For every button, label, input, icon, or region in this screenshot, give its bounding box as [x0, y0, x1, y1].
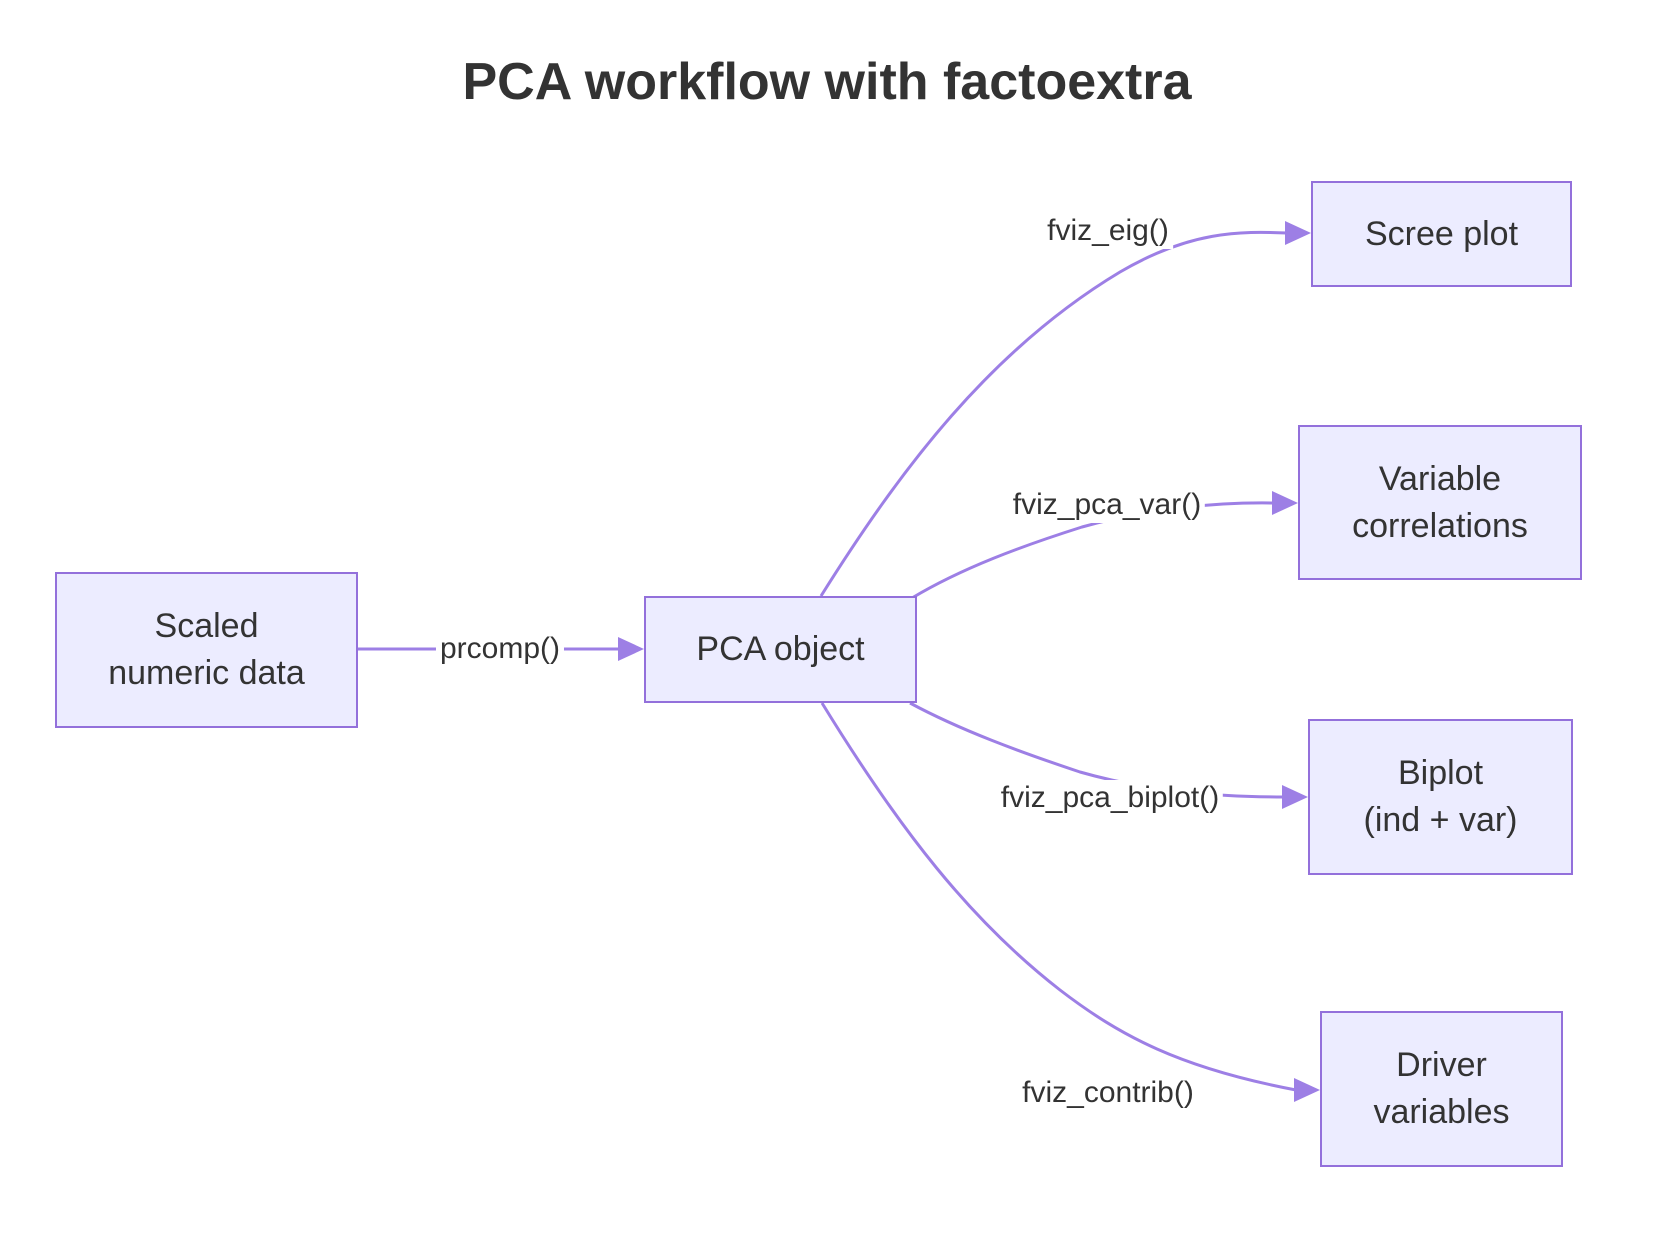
edge-fviz-eig-arrowhead-icon [1285, 221, 1311, 245]
edge-label-fviz-pca-biplot: fviz_pca_biplot() [996, 780, 1224, 816]
edge-fviz-contrib-arrowhead-icon [1294, 1078, 1320, 1102]
edge-fviz-pca-biplot-arrowhead-icon [1282, 785, 1308, 809]
edge-fviz-pca-var-arrowhead-icon [1272, 491, 1298, 515]
node-scree-plot: Scree plot [1311, 181, 1572, 287]
node-label-line: numeric data [108, 654, 305, 692]
node-label-line: variables [1373, 1093, 1510, 1131]
node-variable-correlations: Variable correlations [1298, 425, 1582, 580]
node-label-line: Driver [1396, 1046, 1487, 1084]
edge-fviz-eig [819, 230, 1288, 597]
edge-fviz-contrib [820, 702, 1297, 1092]
node-label-line: Variable [1378, 459, 1502, 498]
node-biplot-ind-var: Biplot (ind + var) [1308, 719, 1573, 875]
node-label-line: Scree plot [1364, 214, 1519, 253]
edge-prcomp-arrowhead-icon [618, 637, 644, 661]
edge-fviz-pca-var [911, 501, 1275, 600]
edge-label-prcomp: prcomp() [435, 631, 565, 667]
node-pca-object: PCA object [644, 596, 917, 703]
edge-label-fviz-pca-var: fviz_pca_var() [1008, 487, 1206, 523]
node-label-line: correlations [1352, 506, 1528, 545]
edge-fviz-pca-biplot [909, 701, 1285, 799]
node-label-line: Biplot [1397, 754, 1484, 792]
node-label-line: Scaled [154, 607, 259, 645]
edge-label-fviz-eig: fviz_eig() [1043, 213, 1173, 249]
node-label-line: PCA object [696, 630, 865, 668]
node-driver-variables: Driver variables [1320, 1011, 1563, 1167]
node-label-line: (ind + var) [1363, 801, 1518, 839]
edge-label-fviz-contrib: fviz_contrib() [1018, 1075, 1198, 1111]
diagram-title: PCA workflow with factoextra [462, 53, 1192, 111]
node-scaled-numeric-data: Scaled numeric data [55, 572, 358, 728]
